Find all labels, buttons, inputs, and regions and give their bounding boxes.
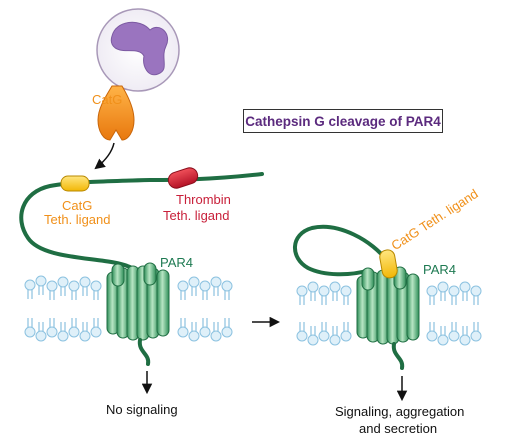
thrombin-ligand-label-line1: Thrombin xyxy=(176,192,231,207)
par4-label-right: PAR4 xyxy=(423,262,456,277)
par4-c-terminus-right xyxy=(391,342,405,370)
par4-c-terminus-left xyxy=(137,338,151,366)
catg-enzyme-icon xyxy=(97,85,135,141)
thrombin-ligand-label-line2: Teth. ligand xyxy=(163,208,230,223)
catg-ligand-left xyxy=(60,175,90,192)
thrombin-ligand xyxy=(167,167,199,189)
outcome-label-right-line1: Signaling, aggregation xyxy=(335,404,465,419)
diagram-title: Cathepsin G cleavage of PAR4 xyxy=(243,109,443,133)
par4-n-terminus-right xyxy=(293,224,390,277)
cleavage-arrow xyxy=(94,142,115,170)
outcome-label-right-line2: and secretion xyxy=(359,421,438,436)
par4-label-left: PAR4 xyxy=(160,255,193,270)
par4-receptor-left xyxy=(106,262,170,341)
catg-ligand-right xyxy=(379,249,398,279)
catg-ligand-label-line1: CatG xyxy=(62,198,93,213)
catg-enzyme-label: CatG xyxy=(92,92,123,107)
catg-ligand-label-line2: Teth. ligand xyxy=(44,212,111,227)
neutrophil-cell xyxy=(96,8,180,92)
outcome-label-left: No signaling xyxy=(106,402,178,417)
par4-receptor-right xyxy=(356,266,420,345)
